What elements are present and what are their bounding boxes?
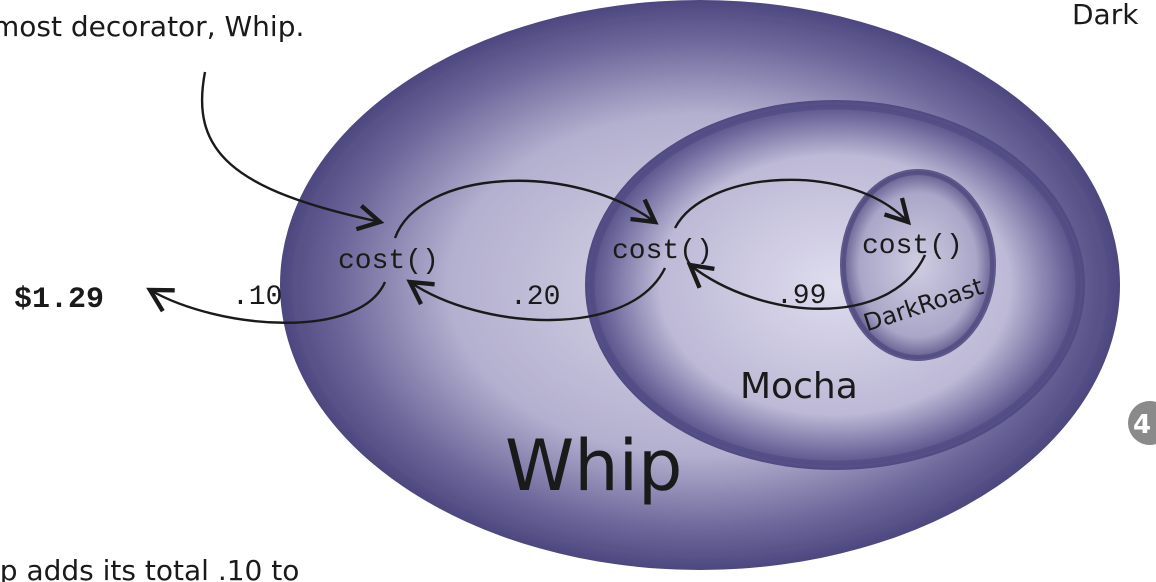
mocha-layer-rim (589, 104, 1081, 466)
return-arrow-whip-to-total (146, 281, 387, 324)
darkroast-layer-rim (842, 171, 994, 359)
annotation-top-left: most decorator, Whip. (0, 10, 304, 43)
mocha-label: Mocha (740, 366, 858, 407)
whip-layer-rim (292, 12, 1108, 558)
whip-label: Whip (505, 425, 682, 507)
whip-value: .10 (232, 282, 282, 313)
mocha-cost-call: cost() (612, 236, 713, 267)
call-arrow-mocha-to-darkroast (673, 178, 912, 229)
mocha-layer (585, 100, 1085, 470)
annotation-top-right: Dark (1072, 0, 1139, 31)
darkroast-value: .99 (776, 281, 826, 312)
annotation-bottom-left: ip adds its total .10 to (0, 554, 299, 582)
darkroast-layer (840, 169, 996, 361)
call-arrow-whip-to-mocha (393, 179, 659, 239)
step-badge (1128, 401, 1156, 445)
total-cost: $1.29 (14, 283, 104, 317)
return-arrow-mocha-to-whip (406, 267, 667, 322)
entry-arrow (200, 71, 385, 232)
darkroast-cost-call: cost() (862, 231, 963, 262)
whip-cost-call: cost() (338, 246, 439, 277)
step-badge-number: 4 (1133, 410, 1151, 440)
return-arrow-darkroast-to-mocha (686, 254, 927, 310)
mocha-value: .20 (510, 282, 560, 313)
